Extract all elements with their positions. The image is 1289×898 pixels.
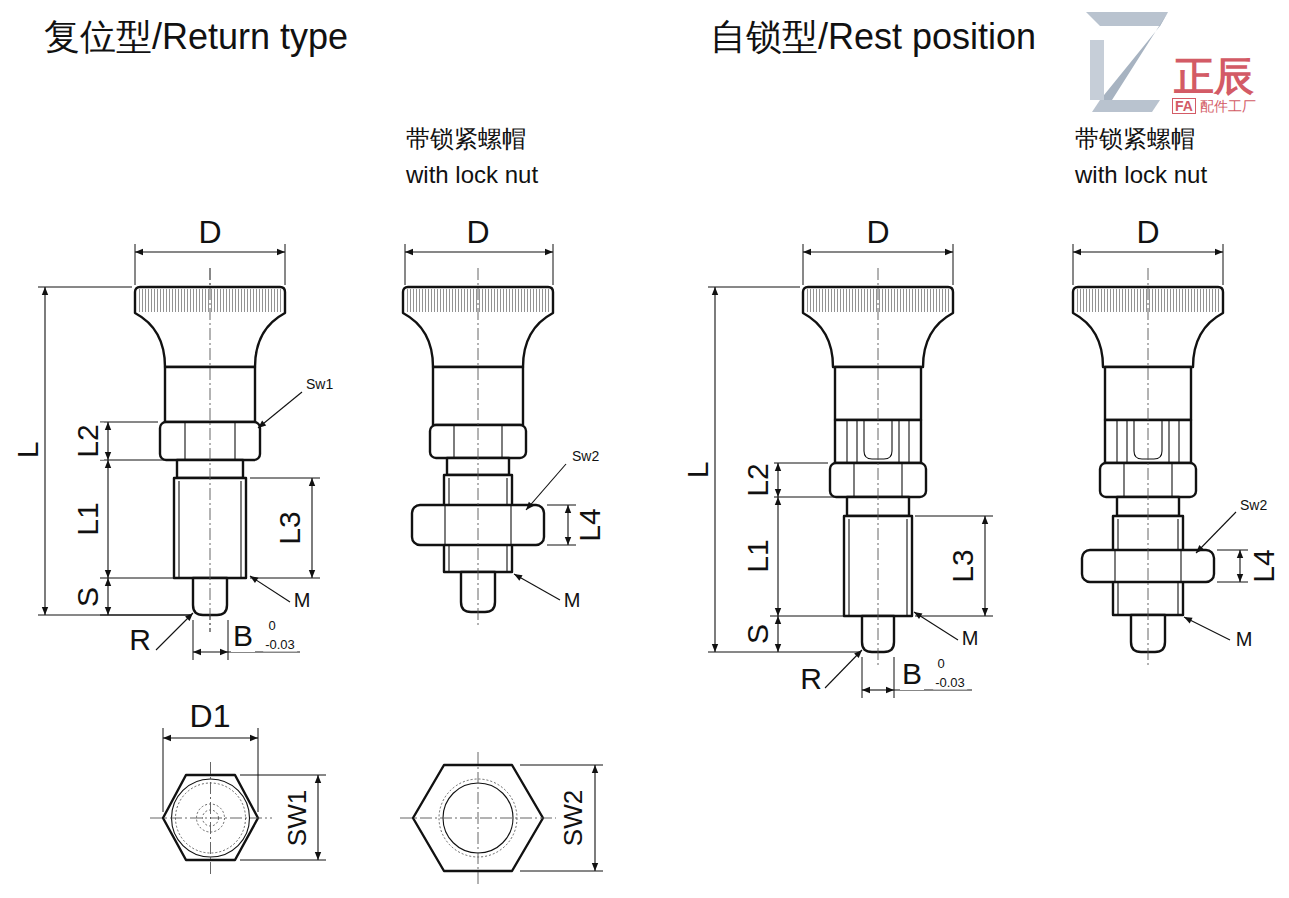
rest-lock-nut-dimensions [1073, 244, 1248, 640]
return-type-plunger [135, 268, 285, 632]
section-title: 自锁型/Rest position [708, 18, 1038, 56]
dimension-label: B [231, 620, 255, 652]
wrench-size-label: Sw1 [304, 376, 335, 392]
watermark: 正辰 [1172, 55, 1256, 97]
dimension-label: R [127, 624, 153, 656]
dimension-label: D [196, 215, 223, 249]
dimension-label: L [682, 460, 714, 481]
dimension-label: L3 [274, 509, 306, 546]
dimension-label: SW2 [559, 788, 587, 848]
dimension-label: S [742, 622, 774, 646]
dimension-label: L2 [742, 461, 774, 498]
wrench-size-label: Sw2 [570, 448, 601, 464]
dimension-label: L4 [1248, 547, 1280, 584]
dimension-label: R [798, 663, 824, 695]
dimension-label: L4 [574, 506, 606, 543]
tolerance: 0 [266, 618, 277, 633]
logo-mark [1086, 12, 1168, 112]
dimension-label: D1 [188, 699, 233, 733]
dimension-label: L2 [72, 422, 104, 459]
rest-position-plunger [803, 268, 953, 668]
dimension-label: L1 [742, 537, 774, 574]
variant-note: 带锁紧螺帽 [404, 126, 528, 152]
dimension-label: D [1134, 215, 1161, 249]
return-type-lock-nut-plunger [403, 268, 553, 628]
dimension-label: L1 [72, 500, 104, 537]
thread-label: M [292, 589, 313, 611]
dimension-label: B [900, 658, 924, 690]
dimension-label: L [12, 440, 44, 461]
section-title: 复位型/Return type [42, 18, 350, 56]
variant-note: 带锁紧螺帽 [1073, 126, 1197, 152]
return-type-dimensions [38, 244, 320, 660]
tolerance: -0.03 [933, 675, 967, 690]
dimension-label: D [464, 215, 491, 249]
hex-top-view-sw1 [150, 728, 326, 874]
hex-top-view-sw2 [400, 752, 603, 884]
tolerance: -0.03 [263, 637, 297, 652]
dimension-label: L3 [947, 547, 979, 584]
rest-position-dimensions [708, 244, 993, 698]
dimension-label: SW1 [283, 788, 311, 848]
variant-note: with lock nut [1073, 162, 1209, 188]
watermark: FA [1172, 98, 1196, 114]
thread-label: M [1234, 628, 1255, 650]
rest-position-lock-nut-plunger [1073, 268, 1223, 668]
lock-nut-dimensions [405, 244, 576, 600]
thread-label: M [562, 589, 583, 611]
dimension-label: S [72, 585, 104, 609]
watermark: 配件工厂 [1198, 98, 1258, 114]
dimension-label: D [864, 215, 891, 249]
wrench-size-label: Sw2 [1238, 497, 1269, 513]
variant-note: with lock nut [404, 162, 540, 188]
thread-label: M [960, 627, 981, 649]
tolerance: 0 [935, 656, 946, 671]
